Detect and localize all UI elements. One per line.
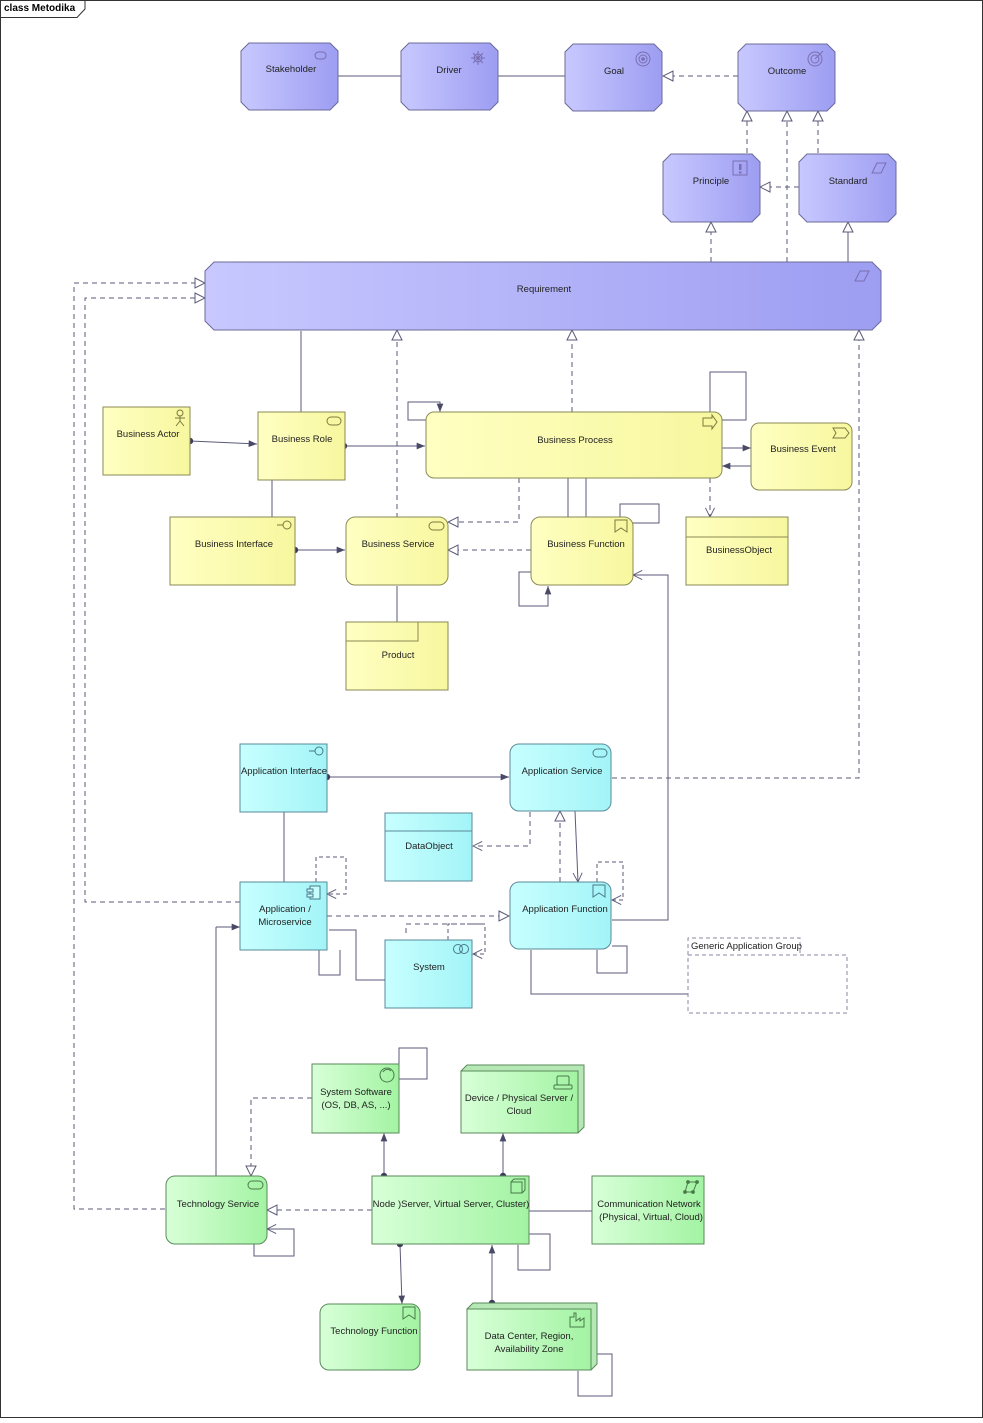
- application-interface-label: Application Interface: [241, 766, 327, 777]
- technology-function-node[interactable]: Technology Function: [319, 1303, 421, 1371]
- generic-application-group-label: Generic Application Group: [691, 941, 802, 952]
- communication-network-label-1: Communication Network: [597, 1199, 701, 1210]
- communication-network-label-2: (Physical, Virtual, Cloud): [599, 1212, 703, 1223]
- event-icon: [832, 427, 850, 439]
- business-event-label: Business Event: [770, 444, 836, 455]
- stakeholder-icon: [314, 51, 327, 60]
- device-label-1: Device / Physical Server /: [465, 1093, 574, 1104]
- application-component-label-1: Application /: [259, 904, 311, 915]
- business-role-label: Business Role: [272, 434, 333, 445]
- node-node[interactable]: Node )Server, Virtual Server, Cluster): [371, 1175, 530, 1245]
- standard-parallelogram-icon: [871, 162, 887, 174]
- outcome-node[interactable]: Outcome: [737, 43, 836, 112]
- business-service-node[interactable]: Business Service: [345, 516, 449, 586]
- process-arrow-icon: [702, 413, 718, 431]
- data-center-label-2: Availability Zone: [494, 1344, 563, 1355]
- actor-icon: [175, 409, 185, 427]
- data-object-node[interactable]: DataObject: [384, 812, 473, 882]
- stakeholder-node[interactable]: Stakeholder: [240, 42, 339, 111]
- requirement-label: Requirement: [517, 284, 572, 295]
- data-object-label: DataObject: [405, 841, 453, 852]
- business-object-node[interactable]: BusinessObject: [685, 516, 789, 586]
- network-icon: [683, 1180, 699, 1194]
- component-icon: [306, 885, 321, 900]
- facility-icon: [569, 1312, 585, 1328]
- system-software-icon: [379, 1067, 395, 1083]
- diagram-title: class Metodika: [4, 3, 76, 14]
- application-service-node[interactable]: Application Service: [509, 743, 612, 812]
- business-role-node[interactable]: Business Role: [257, 411, 346, 481]
- generic-application-group[interactable]: Generic Application Group: [687, 937, 848, 1014]
- device-icon: [553, 1075, 573, 1090]
- application-function-node[interactable]: Application Function: [509, 881, 612, 950]
- app-service-icon: [592, 748, 608, 758]
- application-component-node[interactable]: Application / Microservice: [239, 881, 328, 951]
- business-interface-node[interactable]: Business Interface: [169, 516, 296, 586]
- requirement-parallelogram-icon: [854, 270, 870, 282]
- device-label-2: Cloud: [507, 1106, 532, 1117]
- technology-function-label: Technology Function: [330, 1326, 417, 1337]
- communication-network-node[interactable]: Communication Network (Physical, Virtual…: [591, 1175, 705, 1245]
- system-software-node[interactable]: System Software (OS, DB, AS, ...): [311, 1063, 400, 1134]
- function-bookmark-icon: [614, 519, 628, 533]
- application-interface-node[interactable]: Application Interface: [239, 743, 328, 813]
- business-service-label: Business Service: [362, 539, 435, 550]
- product-label: Product: [382, 650, 415, 661]
- node-label: Node )Server, Virtual Server, Cluster): [373, 1199, 530, 1210]
- driver-node[interactable]: Driver: [400, 42, 499, 111]
- system-software-label-2: (OS, DB, AS, ...): [321, 1100, 390, 1111]
- principle-exclamation-icon: [732, 160, 748, 176]
- system-label: System: [413, 962, 445, 973]
- goal-label: Goal: [604, 66, 624, 77]
- application-component-label-2: Microservice: [258, 917, 311, 928]
- technology-service-label: Technology Service: [177, 1199, 259, 1210]
- application-function-label: Application Function: [522, 904, 608, 915]
- driver-icon: [471, 51, 485, 65]
- app-function-bookmark-icon: [592, 884, 606, 898]
- business-object-label: BusinessObject: [706, 545, 772, 556]
- outcome-label: Outcome: [768, 66, 807, 77]
- business-process-label: Business Process: [537, 435, 613, 446]
- driver-label: Driver: [436, 65, 461, 76]
- node-box-icon: [510, 1178, 526, 1194]
- data-center-label-1: Data Center, Region,: [485, 1331, 574, 1342]
- tech-service-icon: [247, 1180, 264, 1190]
- business-process-node[interactable]: Business Process: [425, 411, 723, 479]
- outcome-target-icon: [807, 50, 824, 67]
- app-interface-lollipop-icon: [309, 746, 324, 756]
- goal-target-icon: [635, 51, 651, 67]
- goal-node[interactable]: Goal: [564, 43, 663, 112]
- product-node[interactable]: Product: [345, 621, 449, 691]
- business-function-label: Business Function: [547, 539, 625, 550]
- requirement-node[interactable]: Requirement: [204, 261, 882, 331]
- system-node[interactable]: System: [384, 939, 473, 1009]
- stakeholder-label: Stakeholder: [266, 64, 317, 75]
- business-event-node[interactable]: Business Event: [750, 422, 853, 491]
- system-software-label-1: System Software: [320, 1087, 392, 1098]
- standard-label: Standard: [829, 176, 868, 187]
- business-interface-label: Business Interface: [195, 539, 273, 550]
- tech-function-bookmark-icon: [402, 1306, 416, 1320]
- standard-node[interactable]: Standard: [798, 153, 897, 223]
- technology-service-node[interactable]: Technology Service: [165, 1175, 268, 1245]
- application-service-label: Application Service: [522, 766, 603, 777]
- principle-node[interactable]: Principle: [662, 153, 761, 223]
- business-function-node[interactable]: Business Function: [530, 516, 634, 586]
- business-actor-label: Business Actor: [117, 429, 180, 440]
- device-node[interactable]: Device / Physical Server / Cloud: [460, 1064, 585, 1134]
- collaboration-icon: [453, 944, 469, 954]
- data-center-node[interactable]: Data Center, Region, Availability Zone: [466, 1302, 598, 1371]
- interface-lollipop-icon: [277, 520, 292, 530]
- connectors: [73, 76, 859, 1397]
- business-actor-node[interactable]: Business Actor: [102, 406, 191, 476]
- service-icon: [428, 521, 445, 531]
- principle-label: Principle: [693, 176, 729, 187]
- role-icon: [326, 416, 342, 426]
